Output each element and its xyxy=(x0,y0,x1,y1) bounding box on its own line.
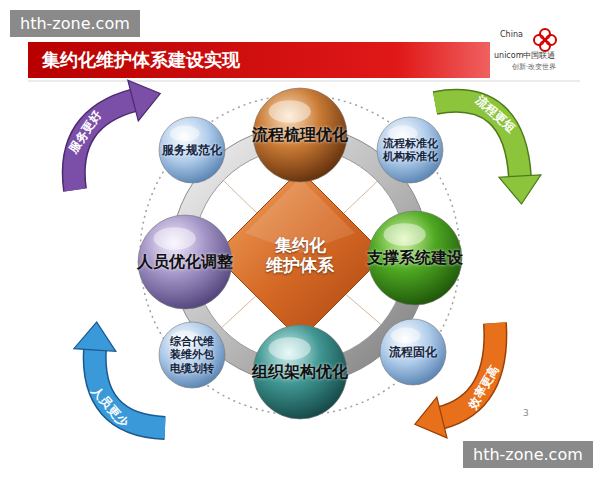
arrow-head xyxy=(128,80,160,121)
header-rule xyxy=(28,81,580,82)
node-shape xyxy=(45,78,170,203)
process-label: 流程梳理优化 xyxy=(252,125,348,144)
logo-loop xyxy=(540,41,550,51)
arrow-head xyxy=(415,397,447,438)
text-holder: 流程标准化 机构标准化 xyxy=(377,117,443,183)
sub-sphere: 综合代维 装维外包 电缆划转 xyxy=(159,322,225,388)
process-label: 支撑系统建设 xyxy=(367,248,463,267)
cycle-arrow: 人员更少 xyxy=(65,320,180,445)
text-holder: 服务规范化 xyxy=(159,117,225,183)
sphere-body xyxy=(159,117,225,183)
sphere-gloss xyxy=(384,223,426,246)
sphere-body xyxy=(253,325,347,419)
text-holder: 人员优化调整 xyxy=(128,215,242,309)
arrow-shaft xyxy=(95,348,165,428)
watermark: hth-zone.com xyxy=(10,10,140,37)
sphere-gloss xyxy=(391,328,421,344)
core-diamond: 集约化 维护体系 xyxy=(215,170,385,340)
process-sphere: 流程梳理优化 xyxy=(243,88,357,182)
sphere-body xyxy=(253,88,347,182)
arrow-head xyxy=(499,175,541,204)
sub-label: 流程标准化 机构标准化 xyxy=(380,137,440,163)
sphere-gloss xyxy=(170,126,200,142)
sphere-body xyxy=(138,215,232,309)
sphere-gloss xyxy=(269,337,311,360)
title-band xyxy=(28,42,490,78)
arrow-head xyxy=(74,322,116,351)
arrow-shaft-edge xyxy=(95,348,165,428)
process-sphere: 组织架构优化 xyxy=(243,325,357,419)
watermark: hth-zone.com xyxy=(463,441,593,468)
diamond-fill xyxy=(215,170,385,340)
process-label: 组织架构优化 xyxy=(252,362,348,381)
logo-loop xyxy=(546,35,556,45)
sub-sphere: 流程标准化 机构标准化 xyxy=(377,117,443,183)
slide-title: 集约化维护体系建设实现 xyxy=(42,48,240,72)
logo-text: unicom中国联通 xyxy=(494,50,555,61)
logo-loop xyxy=(540,29,550,39)
sphere-body xyxy=(368,211,462,305)
cycle-arrow: 服务更好 xyxy=(45,78,170,203)
logo-loop xyxy=(534,35,544,45)
logo-knot xyxy=(534,29,556,51)
arrow-shaft xyxy=(435,101,520,178)
process-sphere: 支撑系统建设 xyxy=(358,211,472,305)
sphere-body xyxy=(159,322,225,388)
sphere-gloss xyxy=(269,100,311,123)
page-number: 3 xyxy=(523,408,529,418)
text-holder: 流程固化 xyxy=(380,319,446,385)
text-holder: 综合代维 装维外包 电缆划转 xyxy=(159,322,225,388)
sub-label: 综合代维 装维外包 电缆划转 xyxy=(168,335,216,375)
logo-text: China xyxy=(500,30,523,39)
sphere-body xyxy=(380,319,446,385)
arrow-shaft-edge xyxy=(435,101,520,178)
sub-sphere: 服务规范化 xyxy=(159,117,225,183)
core-label: 集约化 维护体系 xyxy=(264,235,336,276)
process-sphere: 人员优化调整 xyxy=(128,215,242,309)
text-holder: 支撑系统建设 xyxy=(358,211,472,305)
sub-label: 流程固化 xyxy=(383,345,443,359)
text-holder: 流程梳理优化 xyxy=(243,88,357,182)
logo-slogan: 创新·改变世界 xyxy=(512,62,556,72)
text-holder: 组织架构优化 xyxy=(243,325,357,419)
text-holder: 集约化 维护体系 xyxy=(215,170,385,340)
sphere-body xyxy=(377,117,443,183)
process-label: 人员优化调整 xyxy=(137,252,233,271)
sub-label: 服务规范化 xyxy=(160,143,224,157)
sub-sphere: 流程固化 xyxy=(380,319,446,385)
sphere-gloss xyxy=(154,227,196,250)
